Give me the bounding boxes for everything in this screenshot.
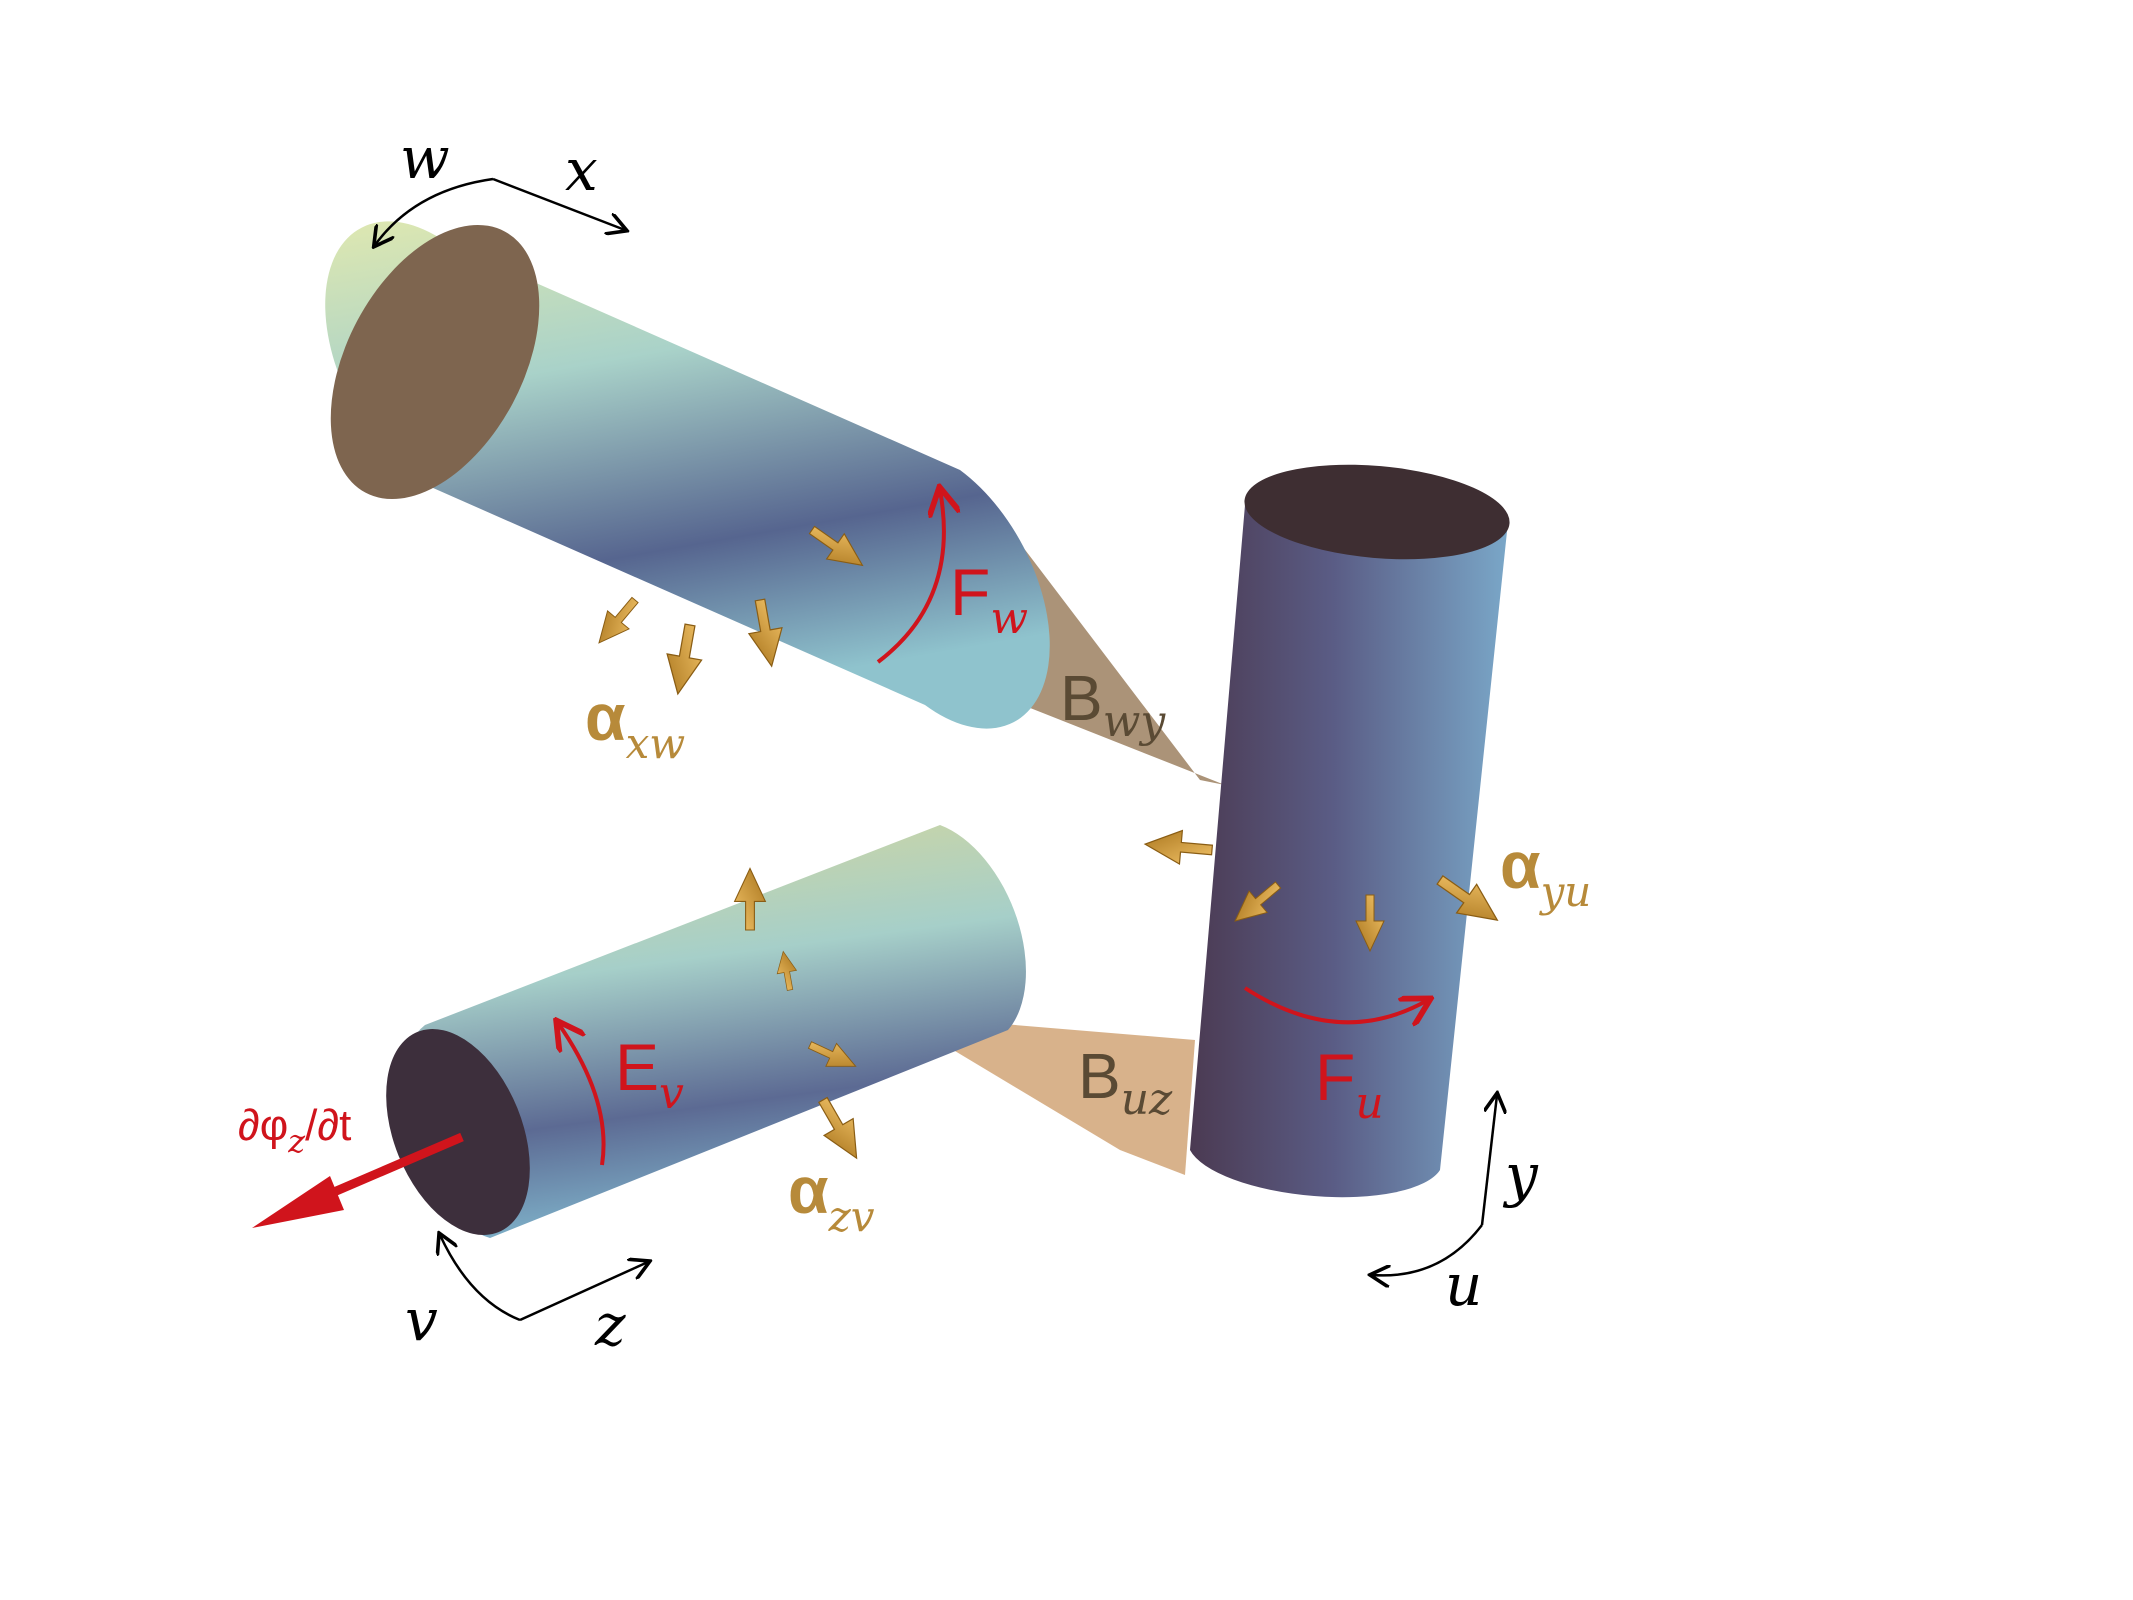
label-alpha-xw-main: α: [585, 680, 626, 754]
axes-top-left: [375, 177, 625, 245]
axis-label-w: w: [400, 124, 450, 192]
label-F-w-main: F: [950, 555, 990, 629]
curl-arrow-Fu: [1243, 986, 1428, 1022]
axis-label-u: u: [1445, 1251, 1482, 1319]
curl-arrow-Fw: [876, 490, 944, 664]
cylinder-bottom-left: [386, 825, 1026, 1238]
label-alpha-yu-sub: yu: [1539, 867, 1592, 916]
label-B-uz: Buz: [1078, 1040, 1173, 1125]
cylinder-bottom-left-cap: [386, 1029, 530, 1235]
label-alpha-zv-main: α: [788, 1153, 829, 1227]
label-F-w: Fw: [950, 555, 1028, 644]
label-alpha-xw-sub: xw: [626, 719, 686, 768]
label-alpha-yu-main: α: [1500, 828, 1541, 902]
axes-bottom-left: [440, 1235, 648, 1322]
label-alpha-xw: αxw: [585, 680, 685, 768]
label-B-uz-sub: uz: [1121, 1074, 1173, 1125]
cylinder-top-left-cap: [330, 224, 540, 500]
cylinder-right-cap: [1244, 464, 1510, 560]
alpha-arrow: [1142, 826, 1215, 868]
label-alpha-yu: αyu: [1500, 828, 1591, 916]
bridge-wy: [1010, 530, 1225, 785]
label-alpha-zv-sub: zv: [828, 1192, 875, 1241]
curl-arrow-Ev: [558, 1023, 606, 1166]
label-dphi-dt: ∂φz/∂t: [238, 1101, 351, 1160]
label-B-wy-sub: wy: [1103, 696, 1167, 747]
label-F-w-sub: w: [990, 593, 1028, 644]
axis-label-y: y: [1502, 1141, 1539, 1209]
label-B-wy-main: B: [1060, 662, 1103, 734]
axis-label-z: z: [594, 1291, 626, 1359]
label-B-wy: Bwy: [1060, 662, 1166, 747]
label-F-u-sub: u: [1355, 1078, 1383, 1129]
bridge-uz: [895, 1015, 1195, 1175]
label-F-u-main: F: [1315, 1040, 1355, 1114]
label-E-v-main: E: [615, 1030, 659, 1104]
axes-right: [1372, 1095, 1497, 1275]
label-B-uz-main: B: [1078, 1040, 1121, 1112]
label-F-u: Fu: [1315, 1040, 1384, 1129]
label-dphi-post: /∂t: [305, 1101, 351, 1150]
label-E-v: Ev: [615, 1030, 684, 1119]
dphi-arrow: [252, 1132, 464, 1228]
label-alpha-zv: αzv: [788, 1153, 875, 1241]
label-dphi-sub: z: [287, 1122, 306, 1160]
axis-label-v: v: [405, 1286, 438, 1354]
alpha-arrow: [659, 621, 708, 698]
alpha-arrow: [587, 590, 647, 653]
label-E-v-sub: v: [659, 1068, 684, 1119]
label-dphi-pre: ∂φ: [238, 1101, 288, 1150]
axis-label-x: x: [565, 136, 598, 204]
cylinder-top-left: [325, 221, 1050, 729]
